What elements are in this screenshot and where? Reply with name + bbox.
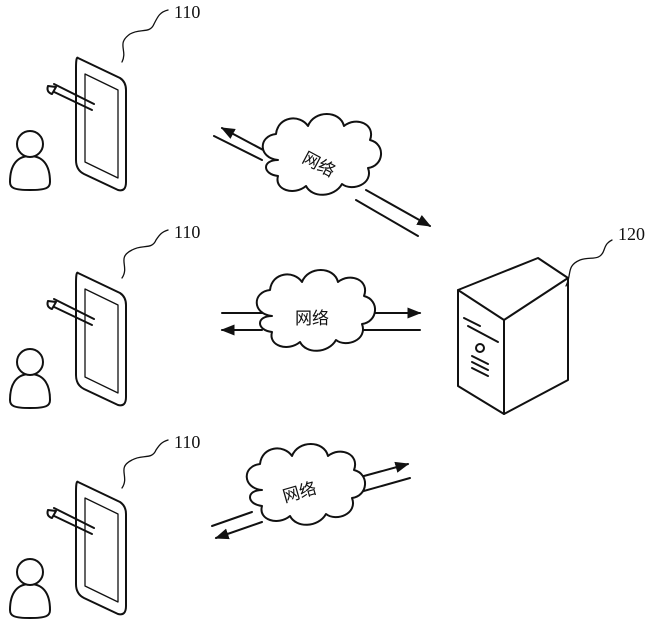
network-link-2: 网络	[222, 270, 420, 351]
user-icon	[10, 559, 50, 618]
arrow-line	[356, 200, 418, 236]
tablet-icon	[48, 273, 127, 406]
network-link-3: 网络	[212, 444, 410, 538]
server-icon	[458, 258, 568, 414]
leader-line	[122, 230, 168, 278]
server-group: 120	[458, 224, 645, 414]
terminal-ref-label: 110	[174, 2, 200, 22]
server-ref-label: 120	[618, 224, 645, 244]
tablet-icon	[48, 58, 127, 191]
terminal-group-2: 110	[10, 222, 200, 408]
network-label: 网络	[295, 309, 329, 329]
network-link-1: 网络	[214, 114, 430, 236]
arrow-to-terminal	[216, 522, 262, 538]
arrow-line	[212, 512, 252, 526]
user-icon	[10, 349, 50, 408]
leader-line	[566, 240, 612, 286]
terminal-ref-label: 110	[174, 432, 200, 452]
cloud-icon	[263, 114, 381, 195]
user-icon	[10, 131, 50, 190]
terminal-group-3: 110	[10, 432, 200, 618]
leader-line	[122, 10, 168, 62]
terminal-ref-label: 110	[174, 222, 200, 242]
tablet-icon	[48, 482, 127, 615]
terminal-group-1: 110	[10, 2, 200, 190]
arrow-line	[214, 136, 262, 160]
arrow-to-server	[366, 190, 430, 226]
leader-line	[122, 440, 168, 488]
